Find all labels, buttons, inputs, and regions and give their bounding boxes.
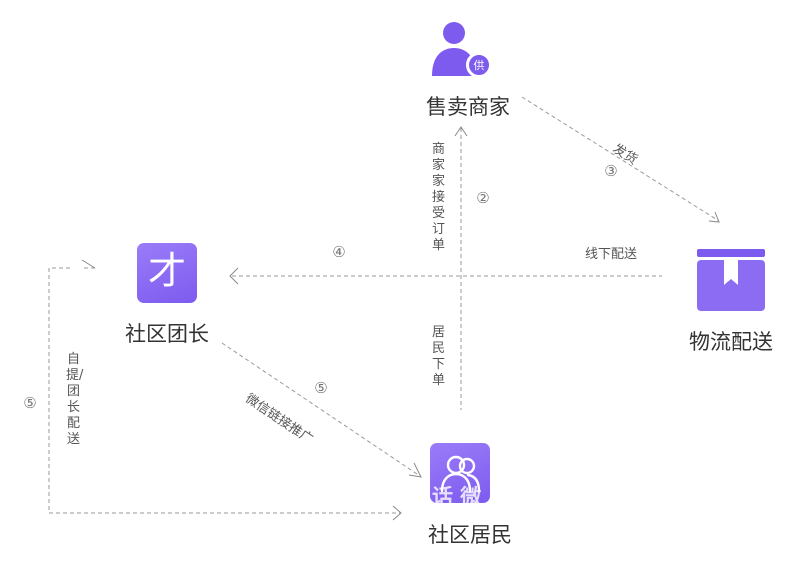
offline-delivery-label: 线下配送 [585,247,638,262]
logistics-label: 物流配送 [689,330,773,354]
leader-icon: 才 [137,243,197,303]
line-seller-to-logistics [521,96,720,222]
resident-label: 社区居民 [428,523,512,547]
seller-icon: 供 [430,18,492,80]
line-leader-to-resident [221,342,421,477]
arrowhead-seller [454,126,468,137]
supplier-badge: 供 [466,52,492,78]
accept-order-step: ② [476,189,490,207]
line-self-pickup [48,267,400,514]
arrowhead-leader-left [81,259,96,269]
box-icon [697,249,765,311]
offline-step: ④ [332,243,346,261]
self-pickup-label: 自提/团长配送 [66,352,84,447]
arrowhead-logistics [708,211,720,223]
arrowhead-resident [408,462,422,478]
leader-label: 社区团长 [125,322,209,346]
residents-icon: 话 微 [430,443,490,503]
accept-order-label: 商家家接受订单 [431,142,445,253]
seller-label: 售卖商家 [426,95,510,119]
ship-step: ③ [604,162,618,180]
self-pickup-step: ⑤ [23,394,37,412]
arrowhead-resident-bottom [392,505,402,521]
wechat-step: ⑤ [314,379,328,397]
watermark-text: 话 微 [432,485,482,503]
leader-icon-glyph: 才 [147,249,186,293]
place-order-label: 居民下单 [431,325,445,388]
arrowhead-leader [229,267,239,285]
